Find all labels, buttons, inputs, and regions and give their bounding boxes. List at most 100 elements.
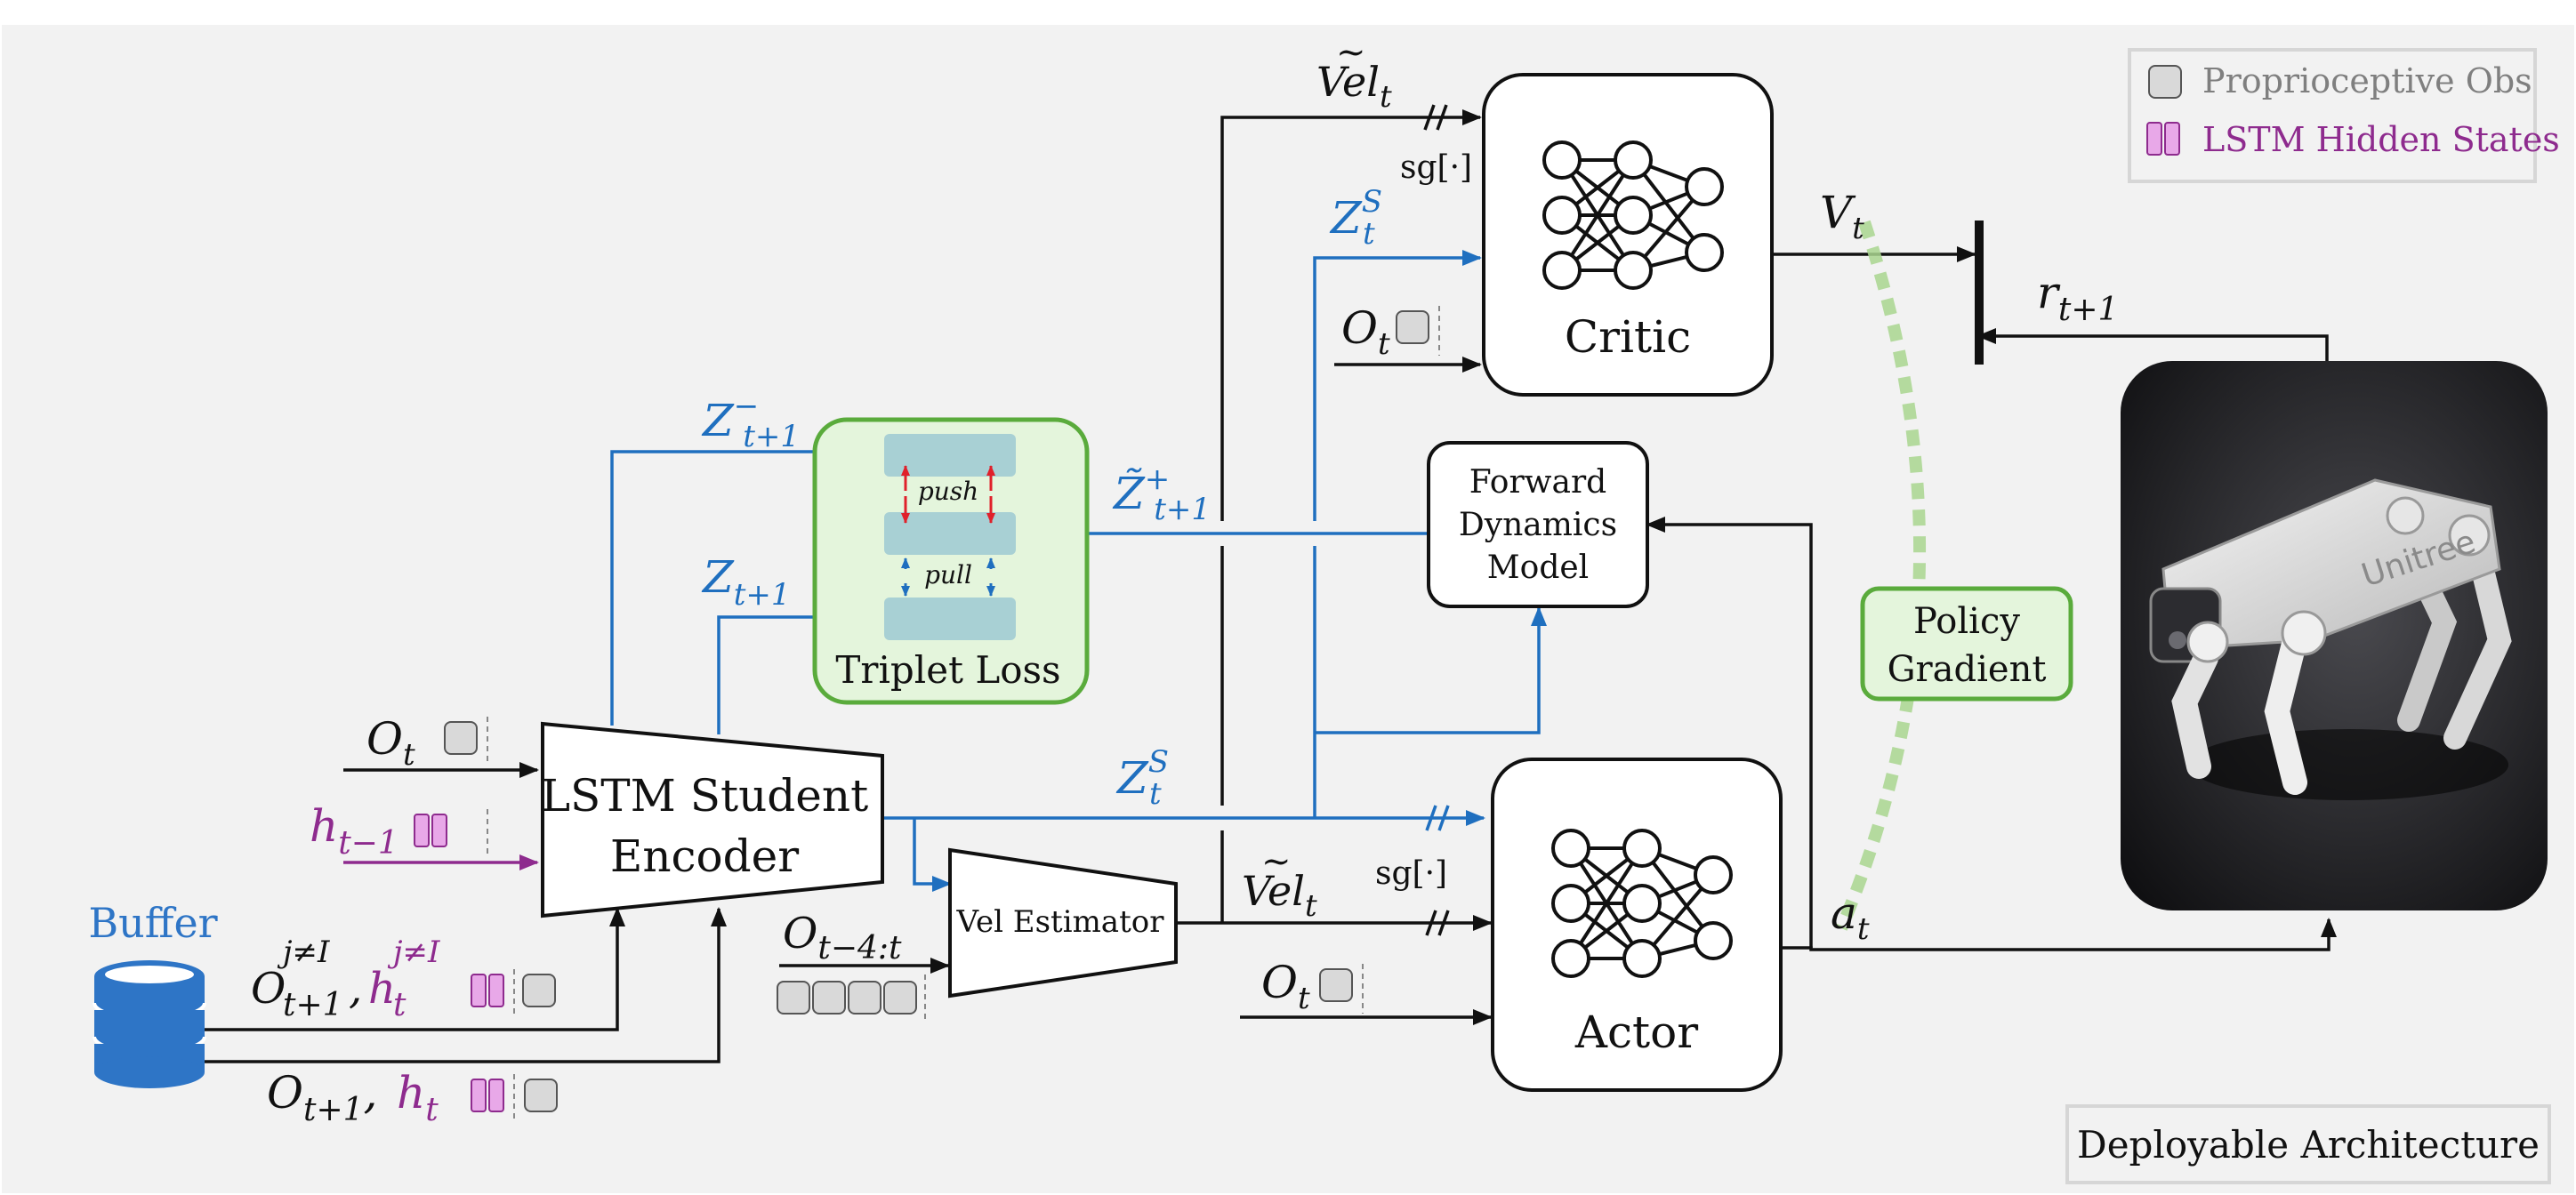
db-bottom <box>94 1056 205 1088</box>
sg-slash-actor-2 <box>1437 805 1450 831</box>
actor-node <box>1622 884 1662 923</box>
forward-model-label-2: Dynamics <box>1459 507 1617 543</box>
lstm-hidden-icon-b <box>488 974 504 1007</box>
z-tilde-plus-label: Z̃+t+1 <box>1112 461 1211 527</box>
lstm-hidden-icon-a <box>414 814 430 847</box>
svg-text:~: ~ <box>1336 32 1366 73</box>
critic-node <box>1614 196 1653 235</box>
actor-node <box>1622 829 1662 868</box>
proprio-obs-icon <box>848 981 881 1015</box>
actor-node <box>1551 829 1590 868</box>
triplet-frame <box>812 417 1090 705</box>
svg-text:t+1: t+1 <box>283 987 343 1023</box>
robot-joint <box>2186 621 2229 663</box>
actor-node <box>1622 939 1662 978</box>
policy-gradient-box <box>1860 586 2073 702</box>
actor-node <box>1694 855 1733 894</box>
anchor-embedding-bar <box>884 512 1016 555</box>
policy-gradient-arc <box>1835 220 1927 931</box>
robot-shadow <box>2188 729 2508 800</box>
svg-text:Ot: Ot <box>1261 957 1310 1016</box>
reward-label: rt+1 <box>2037 267 2118 328</box>
proprio-obs-icon <box>444 721 478 755</box>
critic-node <box>1542 140 1582 180</box>
buffer-to-encoder-arrow-1 <box>201 907 625 1031</box>
critic-node <box>1542 196 1582 235</box>
buffer-database-icon <box>93 960 206 1088</box>
forward-model-label-3: Model <box>1487 549 1589 586</box>
reward-arrow <box>1976 328 2329 361</box>
pull-label: pull <box>924 560 972 589</box>
robot-joint <box>2281 610 2327 656</box>
proprioceptive-obs-swatch-icon <box>2148 65 2182 99</box>
proprio-obs-icon <box>777 981 810 1015</box>
actor-node <box>1551 884 1590 923</box>
legend-lstm-label: LSTM Hidden States <box>2202 120 2560 159</box>
proprio-obs-icon <box>524 1079 558 1112</box>
vel-critic-arrow <box>1220 109 1482 923</box>
footer-label: Deployable Architecture <box>2077 1123 2540 1167</box>
sg-slash-vel-2 <box>1437 910 1450 936</box>
critic-edges <box>1560 158 1706 272</box>
proprio-obs-icon <box>883 981 917 1015</box>
svg-text:Velt: Velt <box>1316 58 1392 115</box>
lstm-hidden-icon-a <box>471 974 487 1007</box>
sg-slash-critic-1 <box>1423 104 1436 131</box>
buffer-to-encoder-arrow-2 <box>201 907 727 1063</box>
svg-text:j≠I: j≠I <box>387 934 440 970</box>
value-reward-junction-bar <box>1975 221 1984 365</box>
proprio-obs-icon <box>1319 968 1353 1002</box>
actor-node <box>1694 921 1733 960</box>
vel-actor-label: Velt ~ <box>1242 841 1317 924</box>
critic-node <box>1614 251 1653 290</box>
encoder-label-2: Encoder <box>610 830 799 882</box>
robot-back-leg <box>2443 540 2512 750</box>
svg-text:Velt: Velt <box>1242 867 1317 924</box>
buffer-sample-label-2: Ot+1, ht <box>267 1067 558 1128</box>
svg-text:ht: ht <box>397 1067 439 1128</box>
db-top-highlight <box>105 966 194 983</box>
svg-text:Ot: Ot <box>366 713 415 773</box>
action-forward-model-arrow <box>1646 517 1813 948</box>
legend-proprio-label: Proprioceptive Obs <box>2202 61 2532 100</box>
proprio-obs-icon <box>522 974 556 1007</box>
svg-text:,: , <box>349 964 362 1014</box>
sg-slash-vel-1 <box>1425 910 1437 936</box>
critic-node <box>1685 167 1724 206</box>
push-label: push <box>918 477 978 506</box>
svg-text:O: O <box>251 964 286 1014</box>
action-label: at <box>1831 887 1870 947</box>
sg-slash-actor-1 <box>1425 805 1437 831</box>
actor-label: Actor <box>1574 1007 1698 1058</box>
ot-window-label: Ot−4:t <box>777 909 926 1023</box>
buffer-label: Buffer <box>88 899 217 947</box>
triplet-loss-box: push pull Triplet Loss <box>812 417 1090 705</box>
lstm-hidden-icon-b <box>431 814 447 847</box>
buffer-sample-label-1: O j≠I t+1 , h j≠I t <box>251 934 556 1023</box>
encoder-label-1: LSTM Student <box>541 770 868 822</box>
robot-joint <box>2386 496 2425 535</box>
ot-encoder-label: Ot <box>366 713 488 773</box>
sg-critic-label: sg[·] <box>1400 149 1472 186</box>
triplet-loss-label: Triplet Loss <box>835 648 1060 692</box>
forward-model-label-1: Forward <box>1469 464 1606 501</box>
deployable-architecture-box: Deployable Architecture <box>2065 1104 2551 1184</box>
quadruped-robot-photo-icon: Unitree <box>2121 361 2548 910</box>
robot-front-leg <box>2171 646 2218 779</box>
sg-slash-critic-2 <box>1436 104 1448 131</box>
zs-vel-estimator-arrow <box>913 818 952 892</box>
policy-gradient-label-2: Gradient <box>1888 649 2047 690</box>
critic-node <box>1614 140 1653 180</box>
policy-gradient-label-1: Policy <box>1913 601 2020 642</box>
actor-edges <box>1569 846 1715 960</box>
proprio-obs-icon <box>1396 310 1429 344</box>
svg-text:Ot: Ot <box>1341 302 1390 362</box>
lstm-student-encoder-box <box>541 721 884 918</box>
svg-text:Ot+1,: Ot+1, <box>267 1067 377 1128</box>
zs-critic-arrow <box>1313 250 1482 818</box>
footer-frame <box>2065 1104 2551 1184</box>
ot-actor-label: Ot <box>1261 957 1364 1016</box>
vt-label: Vt <box>1820 187 1864 246</box>
lstm-hidden-icon-a <box>471 1079 487 1112</box>
